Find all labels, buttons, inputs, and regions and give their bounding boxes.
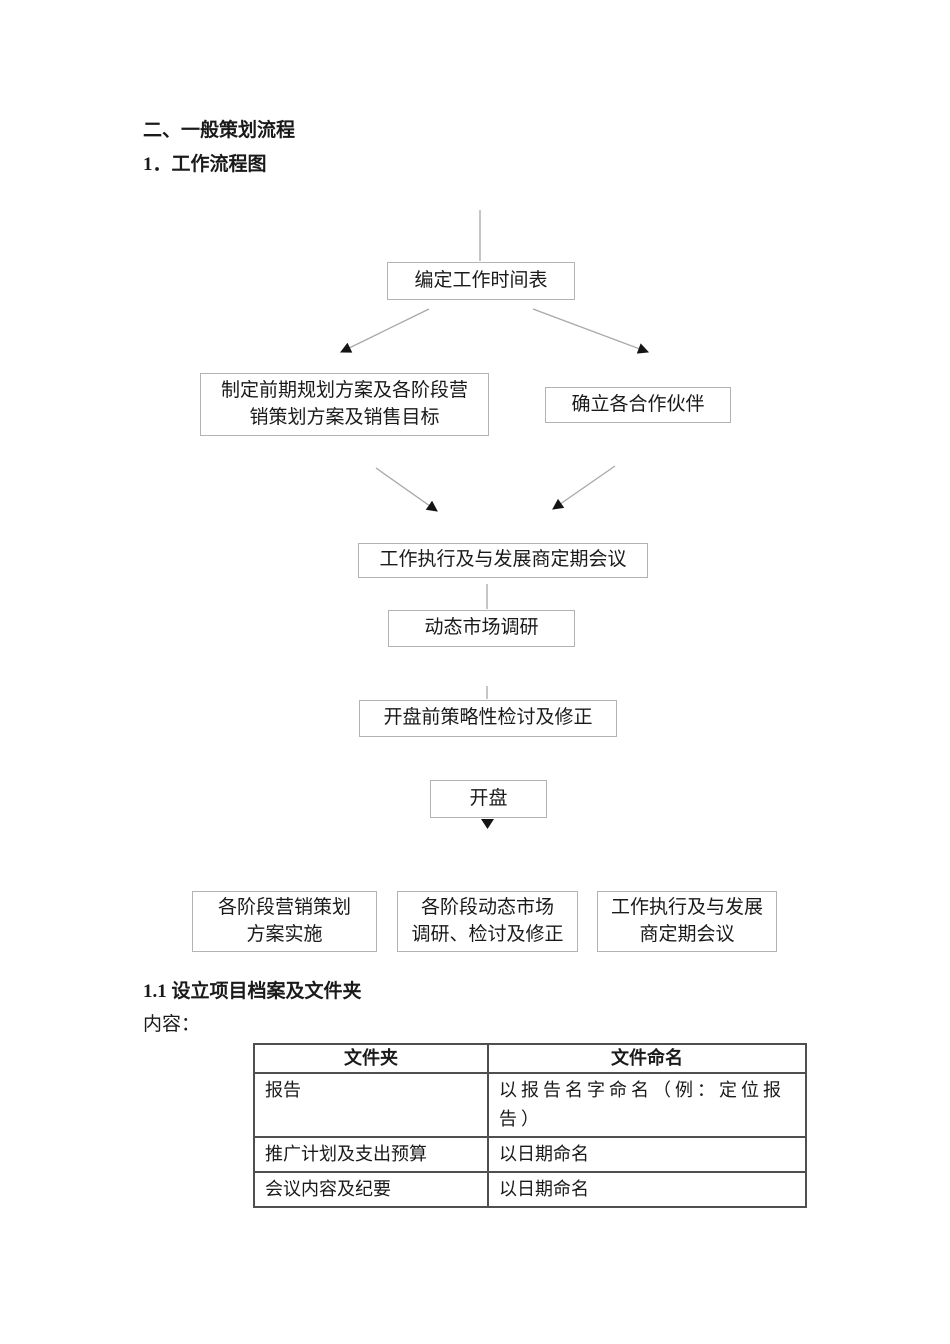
flow-node-schedule: 编定工作时间表 — [387, 262, 575, 300]
table-header-row: 文件夹 文件命名 — [253, 1043, 807, 1074]
flow-node-stage-meeting: 工作执行及与发展 商定期会议 — [597, 891, 777, 952]
flow-node-stage-research: 各阶段动态市场 调研、检讨及修正 — [397, 891, 578, 952]
connector-arrow-to-partners — [532, 308, 650, 354]
table-cell-folder: 推广计划及支出预算 — [253, 1136, 489, 1173]
flow-node-market-research: 动态市场调研 — [388, 610, 575, 647]
table-cell-naming: 以日期命名 — [487, 1171, 807, 1208]
connector-arrow-from-partners — [552, 465, 616, 510]
flow-node-stage-implementation: 各阶段营销策划 方案实施 — [192, 891, 377, 952]
table-header-folder: 文件夹 — [253, 1043, 489, 1074]
content-label: 内容： — [143, 1014, 201, 1035]
folder-naming-table: 文件夹 文件命名 报告 以报告名字命名（例：定位报 告） 推广计划及支出预算 以… — [253, 1043, 807, 1208]
connector-arrow-to-planning — [340, 308, 430, 353]
subsection-title-archive: 1.1 设立项目档案及文件夹 — [143, 981, 362, 1002]
flow-node-pre-opening-review: 开盘前策略性检讨及修正 — [359, 700, 617, 737]
table-row: 会议内容及纪要 以日期命名 — [253, 1171, 807, 1208]
table-header-naming: 文件命名 — [487, 1043, 807, 1074]
subsection-title-workflow: 1．工作流程图 — [143, 154, 267, 175]
table-cell-naming: 以日期命名 — [487, 1136, 807, 1173]
flow-node-partners: 确立各合作伙伴 — [545, 387, 731, 423]
arrowhead-below-opening — [481, 819, 494, 829]
table-row: 推广计划及支出预算 以日期命名 — [253, 1136, 807, 1173]
table-cell-naming: 以报告名字命名（例：定位报 告） — [487, 1072, 807, 1138]
flow-node-planning: 制定前期规划方案及各阶段营 销策划方案及销售目标 — [200, 373, 489, 436]
flow-node-execution-meeting: 工作执行及与发展商定期会议 — [358, 543, 648, 578]
section-title: 二、一般策划流程 — [143, 120, 296, 141]
connector-arrow-from-planning — [375, 467, 438, 512]
table-cell-folder: 会议内容及纪要 — [253, 1171, 489, 1208]
table-cell-folder: 报告 — [253, 1072, 489, 1138]
table-row: 报告 以报告名字命名（例：定位报 告） — [253, 1072, 807, 1138]
flow-node-opening: 开盘 — [430, 780, 547, 818]
